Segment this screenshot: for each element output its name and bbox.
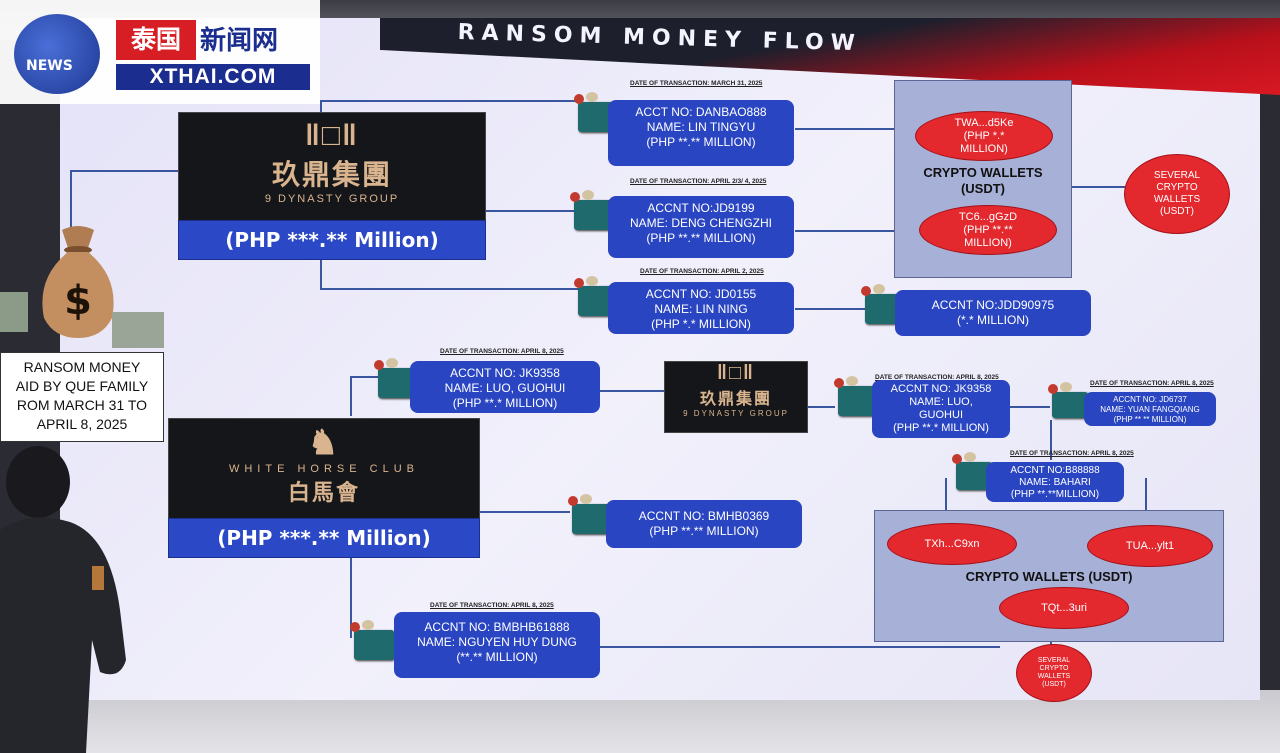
watermark-cn-text: 新闻网 bbox=[200, 25, 279, 55]
connector-line bbox=[945, 478, 947, 518]
connector-line bbox=[480, 511, 570, 513]
account-jd6737: ACCNT NO: JD6737 NAME: YUAN FANGQIANG (P… bbox=[1084, 392, 1216, 426]
connector-line bbox=[480, 210, 580, 212]
date-label: DATE OF TRANSACTION: APRIL 8, 2025 bbox=[430, 602, 554, 609]
crypto-wallets-bottom-label: CRYPTO WALLETS (USDT) bbox=[965, 569, 1133, 584]
connector-line bbox=[350, 538, 352, 638]
wallet-icon bbox=[834, 376, 878, 416]
account-jd0155: ACCNT NO: JD0155 NAME: LIN NING (PHP *.*… bbox=[608, 282, 794, 334]
person-silhouette bbox=[0, 446, 126, 753]
news-watermark: NEWS 泰国 新闻网 XTHAI.COM bbox=[0, 0, 320, 104]
horse-crest-icon: ♞ bbox=[307, 424, 341, 462]
money-bag-icon: $ bbox=[42, 226, 114, 338]
connector-line bbox=[795, 128, 915, 130]
account-b88888: ACCNT NO:B88888 NAME: BAHARI (PHP **.**M… bbox=[986, 462, 1124, 502]
date-label: DATE OF TRANSACTION: APRIL 8, 2025 bbox=[1010, 450, 1134, 457]
connector-line bbox=[320, 258, 322, 290]
connector-line bbox=[795, 308, 890, 310]
mini-nine-dynasty-logo: ‖□‖ 玖鼎集團 9 DYNASTY GROUP bbox=[664, 361, 808, 433]
crypto-wallets-bottom: TXh...C9xn TUA...ylt1 CRYPTO WALLETS (US… bbox=[874, 510, 1224, 642]
mini-dynasty-subtitle: 9 DYNASTY GROUP bbox=[683, 409, 789, 418]
connector-line bbox=[70, 170, 72, 240]
account-jdd90975: ACCNT NO:JDD90975 (*.* MILLION) bbox=[895, 290, 1091, 336]
connector-line bbox=[1145, 478, 1147, 518]
watermark-url: XTHAI.COM bbox=[116, 64, 310, 90]
wallet-oval-tc6: TC6...gGzD (PHP **.** MILLION) bbox=[919, 205, 1057, 255]
mini-dynasty-icon: ‖□‖ bbox=[717, 362, 755, 384]
white-horse-logo: ♞ WHITE HORSE CLUB 白馬會 bbox=[168, 418, 480, 520]
watermark-red-text: 泰国 bbox=[116, 20, 196, 60]
connector-line bbox=[70, 170, 180, 172]
account-bmhb0369: ACCNT NO: BMHB0369 (PHP **.** MILLION) bbox=[606, 500, 802, 548]
cash-stack bbox=[112, 312, 164, 348]
nine-dynasty-amount: (PHP ***.** Million) bbox=[178, 220, 486, 260]
wallet-icon bbox=[350, 620, 394, 660]
wallet-oval-txh: TXh...C9xn bbox=[887, 523, 1017, 565]
room-floor bbox=[0, 690, 1280, 753]
account-danbao: ACCT NO: DANBAO888 NAME: LIN TINGYU (PHP… bbox=[608, 100, 794, 166]
crypto-wallets-top: CRYPTO WALLETS (USDT) TWA...d5Ke (PHP *.… bbox=[894, 80, 1072, 278]
date-label: DATE OF TRANSACTION: MARCH 31, 2025 bbox=[630, 80, 763, 87]
connector-line bbox=[320, 288, 580, 290]
white-horse-amount: (PHP ***.** Million) bbox=[168, 518, 480, 558]
wallet-icon bbox=[568, 494, 612, 534]
crypto-wallets-top-label: CRYPTO WALLETS (USDT) bbox=[923, 165, 1043, 196]
several-wallets-bottom: SEVERAL CRYPTO WALLETS (USDT) bbox=[1016, 644, 1092, 702]
date-label: DATE OF TRANSACTION: APRIL 8, 2025 bbox=[1090, 380, 1214, 387]
nine-dynasty-icon: ‖□‖ bbox=[305, 119, 359, 152]
account-jk9358-right: ACCNT NO: JK9358 NAME: LUO, GUOHUI (PHP … bbox=[872, 380, 1010, 438]
watermark-news-text: NEWS bbox=[26, 58, 73, 74]
connector-line bbox=[600, 390, 665, 392]
ransom-money-box: RANSOM MONEY AID BY QUE FAMILY ROM MARCH… bbox=[0, 352, 164, 442]
connector-line bbox=[320, 100, 580, 102]
mini-dynasty-glyph: 玖鼎集團 bbox=[699, 391, 772, 408]
nine-dynasty-subtitle: 9 DYNASTY GROUP bbox=[264, 193, 400, 205]
cash-stack bbox=[0, 292, 28, 332]
account-jk9358-left: ACCNT NO: JK9358 NAME: LUO, GUOHUI (PHP … bbox=[410, 361, 600, 413]
white-horse-subtitle: WHITE HORSE CLUB bbox=[228, 463, 419, 475]
date-label: DATE OF TRANSACTION: APRIL 8, 2025 bbox=[440, 348, 564, 355]
connector-line bbox=[350, 376, 352, 416]
account-jd9199: ACCNT NO:JD9199 NAME: DENG CHENGZHI (PHP… bbox=[608, 196, 794, 258]
date-label: DATE OF TRANSACTION: APRIL 8, 2025 bbox=[875, 374, 999, 381]
nine-dynasty-glyph: 玖鼎集團 bbox=[271, 159, 392, 190]
presentation-screen: RANSOM MONEY FLOW ‖□‖ 玖鼎集團 9 DYNASTY GRO… bbox=[60, 18, 1280, 702]
white-horse-glyph: 白馬會 bbox=[287, 480, 360, 505]
several-wallets-top: SEVERAL CRYPTO WALLETS (USDT) bbox=[1124, 154, 1230, 234]
nine-dynasty-logo: ‖□‖ 玖鼎集團 9 DYNASTY GROUP bbox=[178, 112, 486, 222]
connector-line bbox=[1010, 406, 1050, 408]
date-label: DATE OF TRANSACTION: APRIL 2/3/ 4, 2025 bbox=[630, 178, 767, 185]
wallet-oval-twa: TWA...d5Ke (PHP *.* MILLION) bbox=[915, 111, 1053, 161]
wallet-icon bbox=[570, 190, 614, 230]
connector-line bbox=[1050, 420, 1052, 460]
connector-line bbox=[795, 230, 915, 232]
date-label: DATE OF TRANSACTION: APRIL 2, 2025 bbox=[640, 268, 764, 275]
connector-line bbox=[1070, 186, 1125, 188]
wallet-oval-tqt: TQt...3uri bbox=[999, 587, 1129, 629]
account-bmhb61888: ACCNT NO: BMBHB61888 NAME: NGUYEN HUY DU… bbox=[394, 612, 600, 678]
wallet-icon bbox=[1048, 382, 1088, 418]
connector-line bbox=[350, 376, 380, 378]
svg-text:$: $ bbox=[64, 278, 92, 324]
connector-line bbox=[600, 646, 1000, 648]
connector-line bbox=[805, 406, 835, 408]
wallet-oval-tua: TUA...ylt1 bbox=[1087, 525, 1213, 567]
globe-icon bbox=[14, 14, 100, 94]
